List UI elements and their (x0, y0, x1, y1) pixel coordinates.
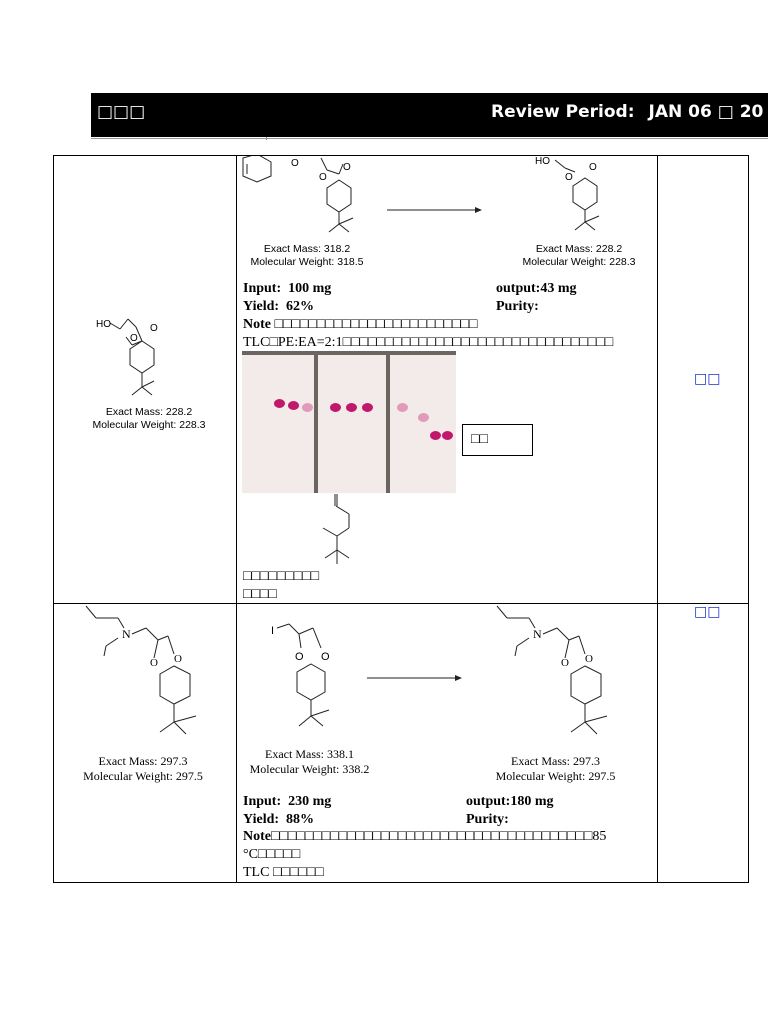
tlc-condition: TLC □□□□□□ (243, 865, 324, 880)
svg-text:O: O (321, 651, 330, 663)
target-caption: Exact Mass: 297.3 Molecular Weight: 297.… (483, 754, 628, 784)
reaction-cell: I O O (236, 603, 658, 883)
product-structure-cell: HO O O Exact Mass: 228.2 Molecular Weigh… (53, 155, 237, 604)
review-period-label: Review Period: (491, 102, 635, 122)
target-exact-mass: Exact Mass: 228.2 (535, 243, 623, 255)
svg-text:O: O (150, 323, 158, 334)
reaction-arrow (365, 672, 465, 684)
reactant-mol-weight: Molecular Weight: 318.5 (250, 256, 364, 268)
svg-text:O: O (319, 172, 327, 183)
reactant-atom-label: I (271, 625, 274, 637)
tlc-photo (242, 351, 456, 493)
product-exact-mass: Exact Mass: 297.3 (98, 754, 188, 768)
target-molecule: HO O O (529, 156, 639, 241)
svg-text:O: O (343, 162, 351, 173)
target-mol-weight: Molecular Weight: 228.3 (522, 256, 636, 268)
input-amount: Input: 100 mg (243, 281, 332, 296)
svg-text:O: O (585, 653, 593, 665)
header-divider (91, 138, 768, 139)
note-continued: °C□□□□□ (243, 847, 301, 862)
product-caption: Exact Mass: 228.2 Molecular Weight: 228.… (74, 406, 224, 432)
reaction-arrow (385, 204, 485, 216)
output-amount: output:180 mg (466, 794, 554, 809)
table-row: HO O O Exact Mass: 228.2 Molecular Weigh… (53, 155, 749, 604)
svg-text:O: O (130, 333, 138, 344)
output-amount: output:43 mg (496, 281, 577, 296)
yield: Yield: 88% (243, 812, 315, 827)
target-molecule: N O O (493, 604, 623, 752)
yield: Yield: 62% (243, 299, 315, 314)
table-row: N O O Exact Mass: 297.3 Molecular Weight… (53, 603, 749, 883)
tlc-plate-2 (318, 355, 386, 493)
target-atom-label: HO (535, 156, 550, 167)
svg-text:O: O (295, 651, 304, 663)
detail-link[interactable]: □□ (694, 604, 721, 620)
header-divider-tick (266, 137, 267, 140)
reactant-atom-label: O (291, 158, 299, 169)
reactant-exact-mass: Exact Mass: 318.2 (263, 243, 351, 255)
tlc-condition: TLC□PE:EA=2:1□□□□□□□□□□□□□□□□□□□□□□□□□□□… (243, 335, 614, 350)
input-amount: Input: 230 mg (243, 794, 332, 809)
note: Note □□□□□□□□□□□□□□□□□□□□□□□□ (243, 317, 478, 332)
report-header: □□□ Review Period: JAN 06 □ 20 (91, 93, 768, 137)
reactant-molecule: I O O (267, 618, 357, 743)
reactant-caption: Exact Mass: 338.1 Molecular Weight: 338.… (237, 747, 382, 777)
purity: Purity: (466, 812, 509, 827)
side-product-molecule (315, 492, 365, 570)
reactant-exact-mass: Exact Mass: 338.1 (265, 747, 354, 761)
product-exact-mass: Exact Mass: 228.2 (105, 406, 193, 418)
reaction-cell: O O O (236, 155, 658, 604)
tlc-box-label: □□ (462, 424, 533, 456)
target-exact-mass: Exact Mass: 297.3 (511, 754, 600, 768)
product-structure-cell: N O O Exact Mass: 297.3 Molecular Weight… (53, 603, 237, 883)
product-caption: Exact Mass: 297.3 Molecular Weight: 297.… (68, 754, 218, 784)
detail-link[interactable]: □□ (694, 371, 721, 387)
svg-text:O: O (561, 657, 569, 669)
product-mol-weight: Molecular Weight: 297.5 (83, 769, 203, 783)
reactant-mol-weight: Molecular Weight: 338.2 (249, 762, 370, 776)
link-cell: □□ (657, 603, 749, 883)
svg-text:O: O (565, 172, 573, 183)
header-title: □□□ (97, 102, 146, 122)
tlc-plate-3 (390, 355, 456, 493)
svg-text:O: O (589, 162, 597, 173)
product-molecule: HO O O (84, 311, 194, 401)
target-atom-label: N (533, 627, 542, 641)
review-period: Review Period: JAN 06 □ 20 (491, 102, 763, 122)
product-molecule: N O O (82, 604, 212, 752)
tlc-plate-1 (242, 355, 314, 493)
svg-text:O: O (174, 653, 182, 665)
reaction-table: HO O O Exact Mass: 228.2 Molecular Weigh… (53, 155, 749, 883)
footer-note-1: □□□□□□□□□ (243, 569, 320, 584)
reactant-molecule: O O O (239, 156, 379, 241)
review-period-value: JAN 06 □ 20 (648, 102, 764, 122)
product-mol-weight: Molecular Weight: 228.3 (92, 419, 206, 431)
product-atom-label: N (122, 627, 131, 641)
target-mol-weight: Molecular Weight: 297.5 (495, 769, 616, 783)
svg-text:O: O (150, 657, 158, 669)
purity: Purity: (496, 299, 539, 314)
link-cell: □□ (657, 155, 749, 604)
reactant-caption: Exact Mass: 318.2 Molecular Weight: 318.… (237, 243, 377, 269)
product-atom-label: HO (96, 319, 111, 330)
target-caption: Exact Mass: 228.2 Molecular Weight: 228.… (509, 243, 649, 269)
footer-note-2: □□□□ (243, 587, 277, 602)
note: Note□□□□□□□□□□□□□□□□□□□□□□□□□□□□□□□□□□□□… (243, 829, 607, 844)
